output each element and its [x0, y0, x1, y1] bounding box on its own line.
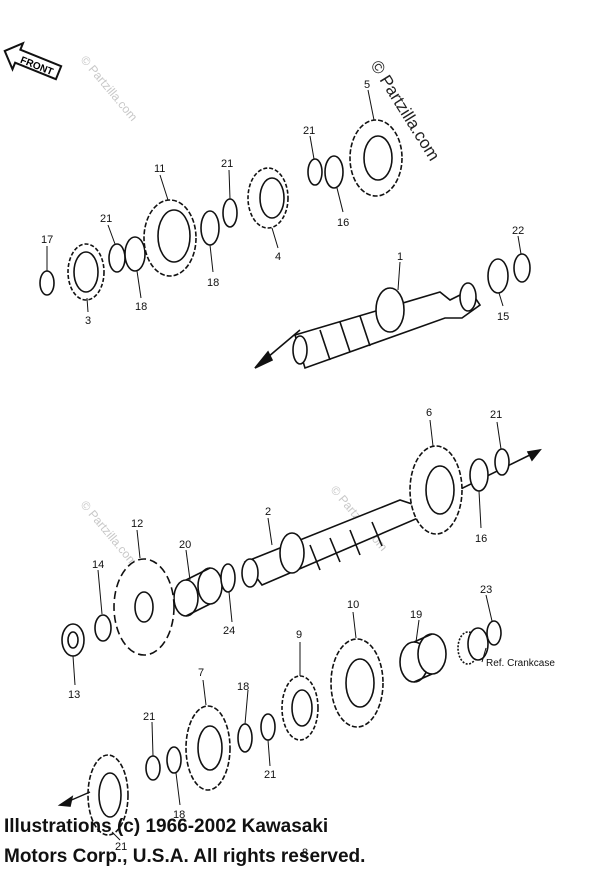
bearing-19 — [399, 633, 447, 683]
callout-7: 7 — [198, 667, 204, 679]
front-arrow-icon: FRONT — [3, 41, 63, 81]
washer-16a — [324, 155, 344, 189]
gear-9 — [281, 675, 319, 741]
needle-bearing — [457, 627, 489, 665]
callout-21e: 21 — [143, 711, 155, 723]
gear-10 — [330, 638, 384, 728]
callout-labels: 1 2 3 4 5 6 7 8 9 10 11 12 13 14 15 16 1… — [41, 79, 524, 859]
callout-18a: 18 — [135, 301, 147, 313]
washer-24 — [220, 563, 236, 593]
callout-24: 24 — [223, 625, 235, 637]
callout-19: 19 — [410, 609, 422, 621]
leader-lines — [46, 89, 522, 841]
shaft-1 — [254, 282, 482, 370]
washer-16b — [469, 458, 489, 492]
washer-18a — [124, 236, 146, 272]
gear-11 — [143, 199, 197, 277]
gear-4 — [247, 167, 289, 229]
callout-20: 20 — [179, 539, 191, 551]
nut-13 — [61, 623, 85, 657]
circlip-21b — [222, 198, 238, 228]
watermark-faint: © Partzilla.com — [78, 53, 141, 124]
washer-17 — [39, 270, 55, 296]
callout-2: 2 — [265, 506, 271, 518]
callout-21b: 21 — [221, 158, 233, 170]
gear-7 — [185, 705, 231, 791]
callout-17: 17 — [41, 234, 53, 246]
callout-15: 15 — [497, 311, 509, 323]
callout-6: 6 — [426, 407, 432, 419]
washer-18d — [166, 746, 182, 774]
circlip-21f — [145, 755, 161, 781]
callout-22: 22 — [512, 225, 524, 237]
gear-5 — [349, 119, 403, 197]
circlip-21e — [260, 713, 276, 741]
callout-10: 10 — [347, 599, 359, 611]
gear-6 — [409, 445, 463, 535]
callout-11: 11 — [154, 163, 165, 175]
circlip-23 — [486, 620, 502, 646]
callout-1: 1 — [397, 251, 403, 263]
washer-14 — [94, 614, 112, 642]
circlip-21a — [108, 243, 126, 273]
callout-14: 14 — [92, 559, 104, 571]
callout-12: 12 — [131, 518, 143, 530]
callout-5: 5 — [364, 79, 370, 91]
washer-15 — [487, 258, 509, 294]
callout-21a: 21 — [100, 213, 112, 225]
circlip-21d — [494, 448, 510, 476]
bushing-20 — [173, 567, 223, 617]
copyright-line-2: Motors Corp., U.S.A. All rights reserved… — [4, 846, 366, 867]
copyright-line-1: Illustrations (c) 1966-2002 Kawasaki — [4, 816, 329, 837]
callout-9: 9 — [296, 629, 302, 641]
callout-18b: 18 — [207, 277, 219, 289]
callout-23: 23 — [480, 584, 492, 596]
callout-18c: 18 — [237, 681, 249, 693]
callout-4: 4 — [275, 251, 281, 263]
callout-21g: 21 — [115, 841, 127, 853]
circlip-21c — [307, 158, 323, 186]
callout-8: 8 — [302, 847, 308, 859]
watermark-faint: © Partzilla.com — [78, 498, 141, 569]
washer-18c — [237, 723, 253, 753]
gear-8 — [87, 754, 129, 836]
ref-crankcase-note: Ref. Crankcase — [486, 658, 555, 669]
callout-16a: 16 — [337, 217, 349, 229]
callout-21d: 21 — [490, 409, 502, 421]
circlip-22 — [513, 253, 531, 283]
callout-21f: 21 — [264, 769, 276, 781]
gear-3 — [67, 243, 105, 301]
callout-18d: 18 — [173, 809, 185, 821]
washer-18b — [200, 210, 220, 246]
shaft-2 — [241, 448, 542, 588]
callout-3: 3 — [85, 315, 91, 327]
sprocket-12 — [113, 558, 175, 656]
callout-16b: 16 — [475, 533, 487, 545]
copyright-notice: Illustrations (c) 1966-2002 Kawasaki Mot… — [4, 812, 602, 872]
callout-13: 13 — [68, 689, 80, 701]
callout-21c: 21 — [303, 125, 315, 137]
